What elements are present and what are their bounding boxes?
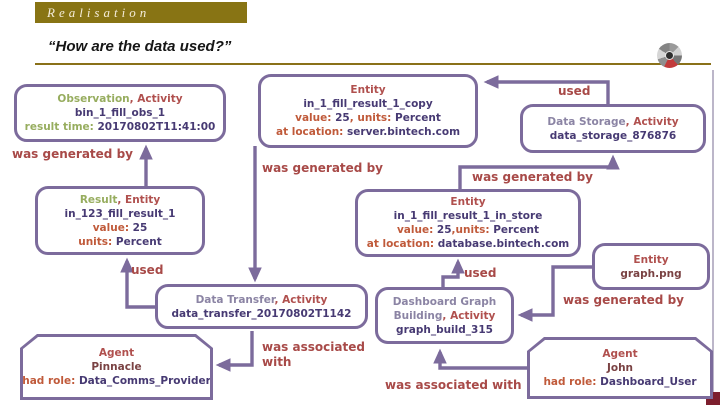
node-text-line: Entity — [450, 196, 486, 208]
node-text-line: Pinnacle — [91, 361, 142, 373]
arrow-storage-used-copy — [483, 75, 610, 106]
node-text-line: Data Transfer, Activity — [195, 293, 328, 306]
page-title: “How are the data used?” — [48, 38, 232, 55]
slide-title: Realisation — [47, 4, 151, 20]
edge-label-was-generated-by: was generated by — [563, 293, 684, 307]
node-text-line: Agent — [98, 347, 135, 359]
header-divider — [35, 63, 711, 65]
node-text-line: Agent — [602, 348, 638, 360]
arrow-transfer-was-associated-with-pinnacle — [215, 331, 254, 372]
edge-label-was-associated-with: was associated with — [262, 340, 365, 369]
node-text-line: at location: database.bintech.com — [366, 238, 570, 250]
node-text-line: Entity — [350, 84, 386, 96]
node-text-line: Result, Entity — [79, 193, 161, 206]
arrow-instore-was-generated-by-storage — [458, 154, 620, 191]
node-entity-result-in-store: Entity in_1_fill_result_1_in_store value: … — [355, 189, 581, 257]
node-text-line: value: 25 — [92, 221, 148, 234]
node-text-line: value: 25,units: Percent — [396, 224, 540, 236]
pinwheel-logo-icon — [657, 43, 682, 68]
node-text-line: at location: server.bintech.com — [275, 126, 461, 138]
node-entity-result-copy: Entity in_1_fill_result_1_copy value: 25, … — [258, 74, 478, 148]
right-edge-divider — [712, 70, 714, 405]
edge-label-was-generated-by: was generated by — [472, 170, 593, 184]
node-text-line: bin_1_fill_obs_1 — [74, 107, 166, 119]
node-text-line: data_storage_876876 — [549, 129, 677, 142]
arrow-build-was-associated-with-john — [433, 348, 529, 370]
node-text-line: graph_build_315 — [396, 323, 493, 336]
node-text-line: value: 25, units: Percent — [295, 112, 441, 124]
node-text-line: data_transfer_20170802T1142 — [171, 307, 352, 320]
arrow-transfer-used-result — [120, 257, 157, 309]
node-text-line: in_1_fill_result_1_copy — [303, 98, 433, 110]
node-text-line: Entity — [633, 253, 669, 266]
node-text-line: graph.png — [620, 267, 682, 280]
node-text-line: in_123_fill_result_1 — [64, 207, 176, 220]
node-text-line: Data Storage, Activity — [547, 115, 679, 128]
node-text-line: had role: Dashboard_User — [543, 376, 697, 388]
edge-label-used: used — [131, 263, 164, 277]
edge-label-was-generated-by: was generated by — [12, 147, 133, 161]
slide-title-bar: Realisation — [35, 2, 247, 23]
node-text-line: Observation, Activity — [57, 93, 183, 105]
node-text-line: John — [606, 362, 634, 374]
node-text-line: result time: 20170802T11:41:00 — [24, 121, 216, 133]
node-text-line: had role: Data_Comms_Provider — [22, 375, 211, 387]
node-text-line: units: Percent — [78, 235, 162, 248]
edge-label-was-generated-by: was generated by — [262, 161, 383, 175]
arrow-build-used-instore — [441, 258, 465, 289]
node-text-line: Dashboard Graph Building, Activity — [392, 295, 497, 322]
node-text-line: in_1_fill_result_1_in_store — [393, 210, 543, 222]
edge-label-used: used — [464, 266, 497, 280]
edge-label-used: used — [558, 84, 591, 98]
arrow-graphpng-was-generated-by-build — [517, 265, 594, 322]
edge-label-was-associated-with: was associated with — [385, 378, 522, 392]
